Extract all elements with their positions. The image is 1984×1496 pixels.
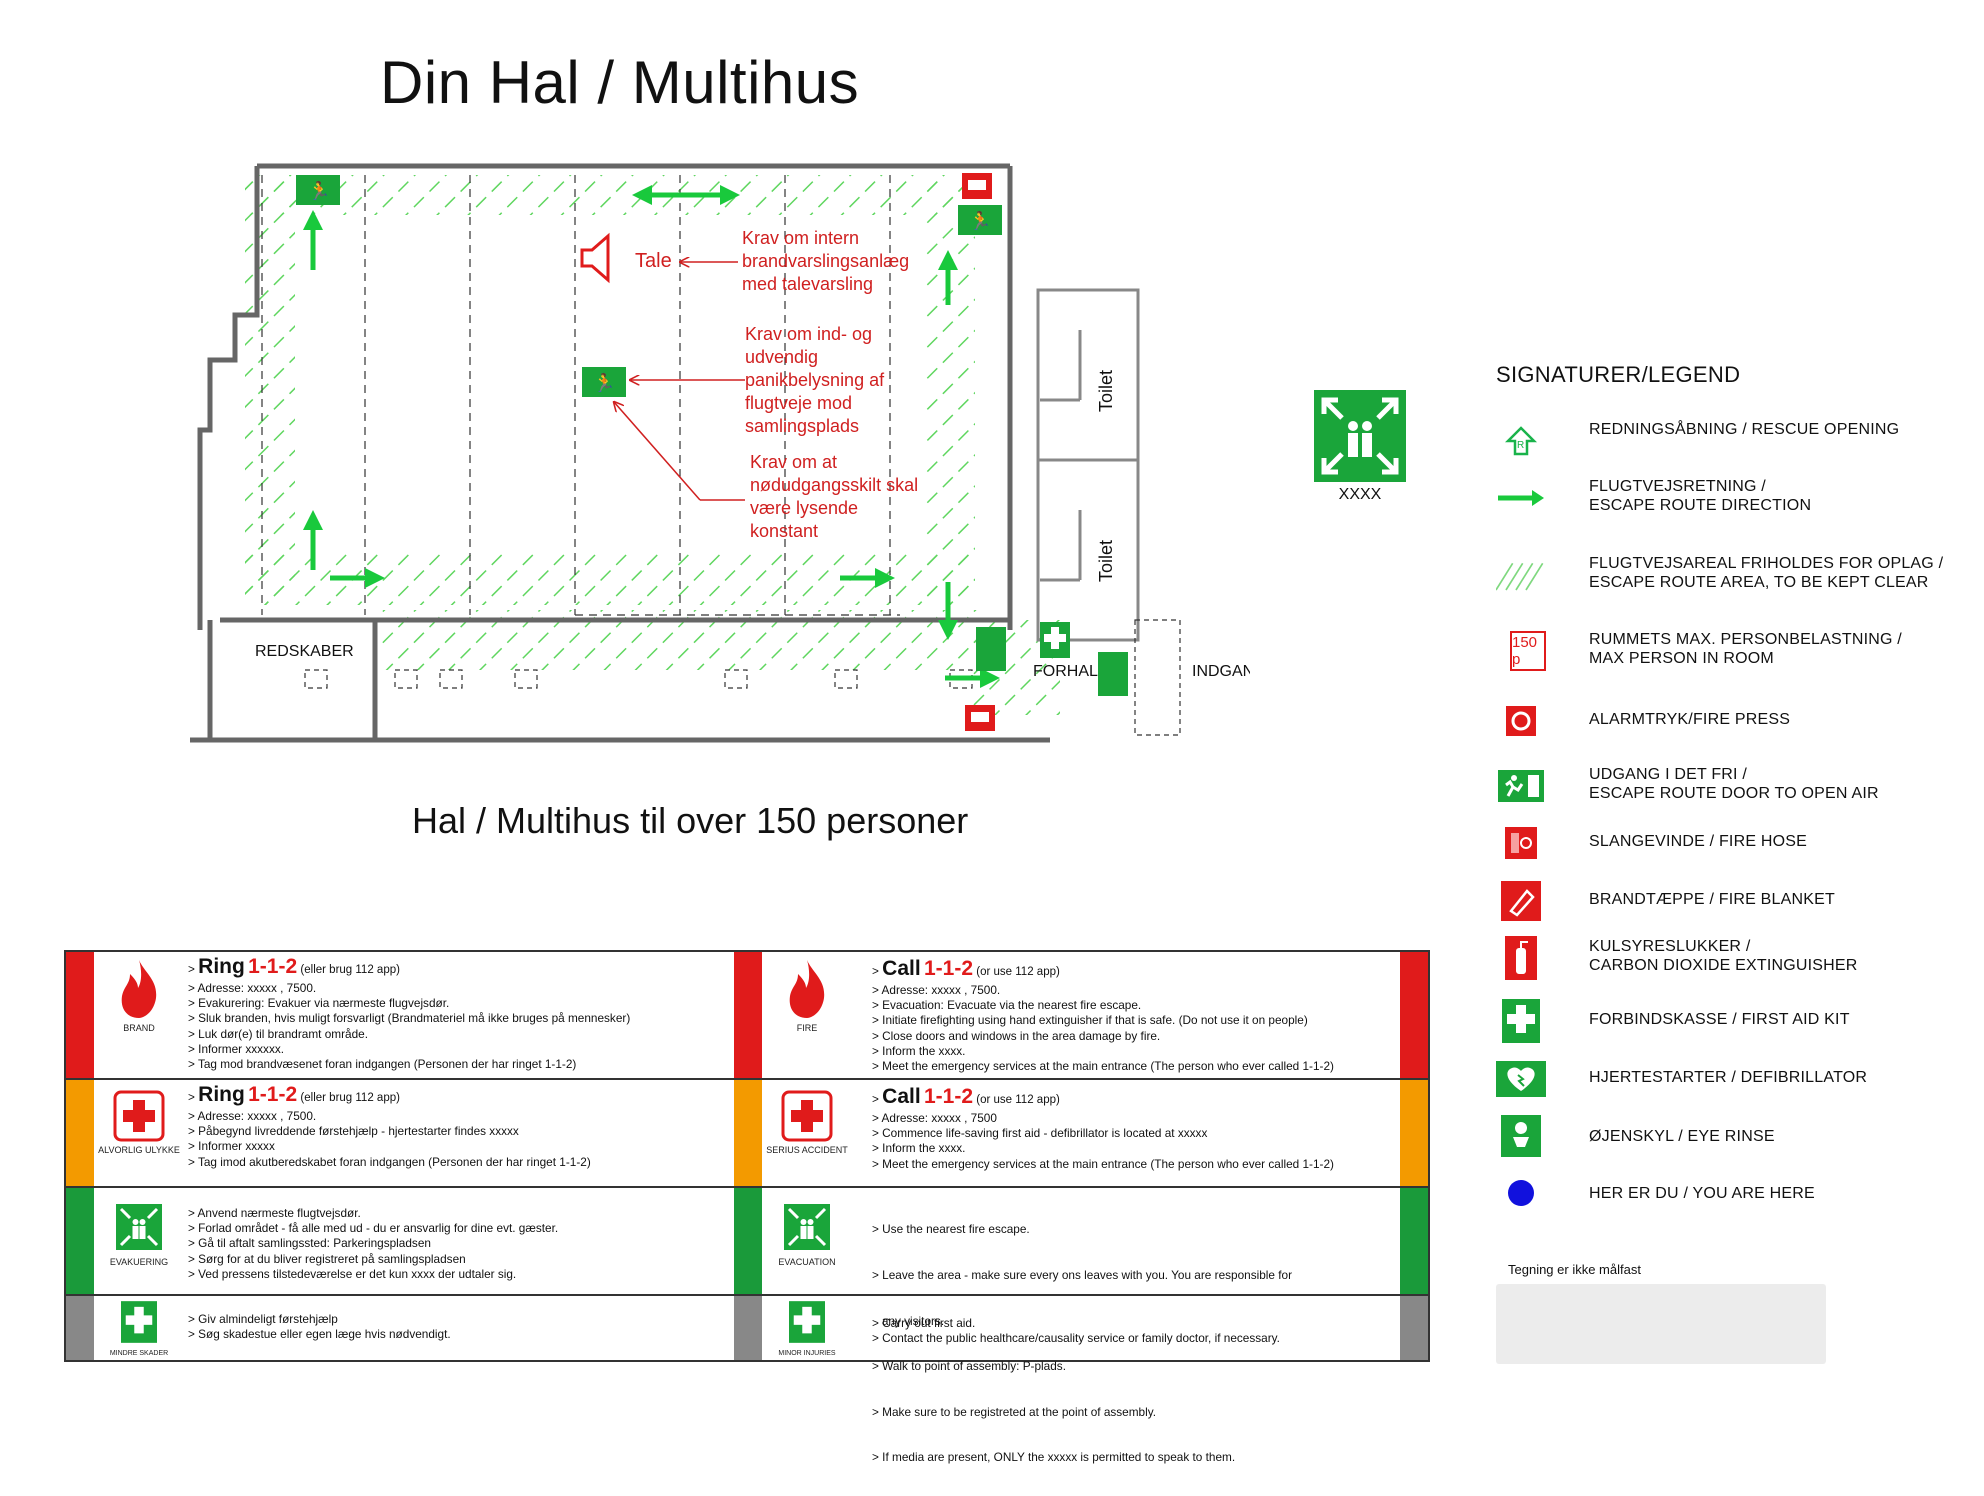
- legend-item: FLUGTVEJSRETNING /ESCAPE ROUTE DIRECTION: [1496, 473, 1976, 523]
- svg-text:være lysende: være lysende: [750, 498, 858, 518]
- eye-rinse-icon: [1496, 1111, 1546, 1161]
- room-label-indgang: INDGANG: [1192, 663, 1250, 680]
- fire-alarm-icon: [962, 173, 992, 199]
- table-row: BRAND > Ring 1-1-2 (eller brug 112 app) …: [66, 952, 1428, 1080]
- emergency-table: BRAND > Ring 1-1-2 (eller brug 112 app) …: [64, 950, 1430, 1464]
- court-lines: [261, 175, 900, 616]
- legend-title: SIGNATURER/LEGEND: [1496, 362, 1741, 387]
- fire-hose-icon: [1496, 818, 1546, 868]
- legend-item: KULSYRESLUKKER /CARBON DIOXIDE EXTINGUIS…: [1496, 933, 1976, 983]
- first-aid-icon: SERIUS ACCIDENT: [762, 1090, 852, 1156]
- svg-text:konstant: konstant: [750, 521, 818, 541]
- svg-text:Krav om ind- og: Krav om ind- og: [745, 324, 872, 344]
- defibrillator-icon: [1496, 1054, 1546, 1104]
- svg-text:med talevarsling: med talevarsling: [742, 274, 873, 294]
- legend-item: ALARMTRYK/FIRE PRESS: [1496, 696, 1976, 746]
- table-text-en: > Call 1-1-2 (or use 112 app) > Adresse:…: [872, 1085, 1334, 1171]
- svg-text:panikbelysning af: panikbelysning af: [745, 370, 885, 390]
- legend-item: BRANDTÆPPE / FIRE BLANKET: [1496, 876, 1976, 926]
- assembly-label: XXXX: [1338, 486, 1382, 503]
- extinguisher-icon: [1496, 933, 1546, 983]
- max-person-icon: 150 p: [1496, 626, 1546, 676]
- page-title: Din Hal / Multihus: [380, 49, 860, 116]
- exit-sign-icon: 🏃: [296, 175, 340, 205]
- legend-item: FORBINDSKASSE / FIRST AID KIT: [1496, 996, 1976, 1046]
- fire-blanket-icon: [1496, 876, 1546, 926]
- fire-icon: FIRE: [762, 958, 852, 1034]
- fire-alarm-icon: [965, 705, 995, 731]
- svg-text:🏃: 🏃: [593, 372, 615, 394]
- first-aid-icon: [1496, 996, 1546, 1046]
- room-label-redskaber: REDSKABER: [255, 643, 354, 660]
- legend-item: 150 p RUMMETS MAX. PERSONBELASTNING /MAX…: [1496, 626, 1976, 676]
- table-text-da: > Giv almindeligt førstehjælp > Søg skad…: [188, 1312, 451, 1342]
- svg-text:🏃: 🏃: [969, 210, 991, 232]
- walls: [190, 163, 1050, 743]
- annotation-note-2: Krav om ind- og udvendig panikbelysning …: [745, 324, 885, 436]
- svg-text:brandvarslingsanlæg: brandvarslingsanlæg: [742, 251, 909, 271]
- rescue-opening-icon: R: [1496, 416, 1546, 466]
- table-text-da: > Anvend nærmeste flugtvejsdør. > Forlad…: [188, 1206, 559, 1281]
- room-label-toilet-2: Toilet: [1096, 540, 1116, 582]
- svg-text:R: R: [1517, 440, 1524, 451]
- redacted-box: [1496, 1284, 1826, 1364]
- legend-item: ØJENSKYL / EYE RINSE: [1496, 1111, 1976, 1161]
- table-row: ALVORLIG ULYKKE > Ring 1-1-2 (eller brug…: [66, 1080, 1428, 1188]
- legend-item: HER ER DU / YOU ARE HERE: [1496, 1168, 1976, 1218]
- legend-item: SLANGEVINDE / FIRE HOSE: [1496, 818, 1976, 868]
- first-aid-icon: [1040, 622, 1070, 658]
- hatch-area-icon: [1496, 550, 1546, 600]
- you-are-here-icon: [1496, 1168, 1546, 1218]
- plan-subtitle: Hal / Multihus til over 150 personer: [412, 800, 969, 841]
- svg-text:nødudgangsskilt skal: nødudgangsskilt skal: [750, 475, 918, 495]
- svg-text:udvendig: udvendig: [745, 347, 818, 367]
- first-aid-icon: MINDRE SKADER: [94, 1300, 184, 1359]
- room-label-toilet-1: Toilet: [1096, 370, 1116, 412]
- exit-sign-icon: 🏃: [958, 205, 1002, 235]
- room-label-forhal: FORHAL: [1033, 663, 1098, 680]
- escape-arrow-icon: [1496, 473, 1546, 523]
- table-row: MINDRE SKADER > Giv almindeligt førstehj…: [66, 1296, 1428, 1360]
- table-row: EVAKUERING > Anvend nærmeste flugtvejsdø…: [66, 1188, 1428, 1464]
- table-text-da: > Ring 1-1-2 (eller brug 112 app) > Adre…: [188, 1083, 591, 1169]
- annotation-leaders: [614, 262, 745, 501]
- first-aid-icon: ALVORLIG ULYKKE: [94, 1090, 184, 1156]
- speaker-icon: [580, 232, 610, 284]
- exit-door-icon: [1496, 761, 1546, 811]
- scale-note: Tegning er ikke målfast: [1508, 1262, 1641, 1277]
- corridor-markers: [304, 619, 1181, 736]
- table-text-en: > Call 1-1-2 (or use 112 app) > Adresse:…: [872, 957, 1334, 1074]
- table-text-da: > Ring 1-1-2 (eller brug 112 app) > Adre…: [188, 955, 631, 1072]
- svg-text:Krav om intern: Krav om intern: [742, 228, 859, 248]
- fire-icon: BRAND: [94, 958, 184, 1034]
- svg-text:🏃: 🏃: [308, 180, 330, 202]
- svg-text:samlingsplads: samlingsplads: [745, 416, 859, 436]
- svg-text:flugtveje mod: flugtveje mod: [745, 393, 852, 413]
- exit-sign-icon: [1098, 652, 1128, 696]
- annotation-note-1: Krav om intern brandvarslingsanlæg med t…: [742, 228, 909, 294]
- legend-item: UDGANG I DET FRI /ESCAPE ROUTE DOOR TO O…: [1496, 761, 1976, 811]
- escape-area: [245, 175, 1060, 715]
- legend-item: R REDNINGSÅBNING / RESCUE OPENING: [1496, 416, 1976, 466]
- escape-arrows: [303, 185, 1000, 688]
- fire-alarm-icon: [1496, 696, 1546, 746]
- annotation-note-3: Krav om at nødudgangsskilt skal være lys…: [750, 452, 918, 541]
- assembly-point-icon: EVACUATION: [762, 1204, 852, 1268]
- assembly-point-icon: [1314, 390, 1406, 482]
- tale-label: Tale: [635, 250, 672, 272]
- exit-sign-icon: 🏃: [582, 367, 626, 397]
- floor-plan: 🏃 🏃 🏃 Tale Krav om intern: [190, 163, 1250, 743]
- first-aid-icon: MINOR INJURIES: [762, 1300, 852, 1359]
- table-text-en: > Carry out first aid. > Contact the pub…: [872, 1316, 1280, 1346]
- svg-text:Krav om at: Krav om at: [750, 452, 837, 472]
- assembly-point-icon: EVAKUERING: [94, 1204, 184, 1268]
- exit-sign-icon: [976, 627, 1006, 671]
- legend-item: FLUGTVEJSAREAL FRIHOLDES FOR OPLAG /ESCA…: [1496, 550, 1976, 600]
- legend: SIGNATURER/LEGEND R REDNINGSÅBNING / RES…: [1496, 362, 1976, 1206]
- toilet-walls: [1036, 288, 1140, 642]
- legend-item: HJERTESTARTER / DEFIBRILLATOR: [1496, 1054, 1976, 1104]
